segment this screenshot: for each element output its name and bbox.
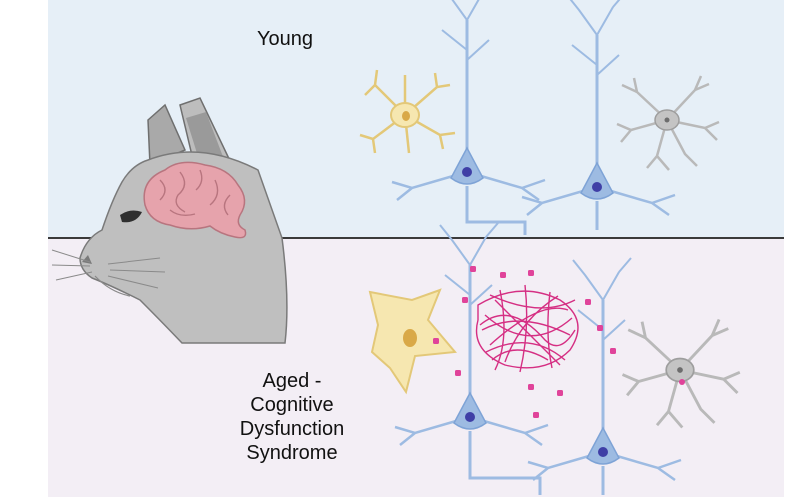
aged-axon xyxy=(468,460,542,495)
young-label: Young xyxy=(257,28,313,50)
aged-label: Aged - Cognitive Dysfunction Syndrome xyxy=(222,369,362,465)
aged-label-line-3: Dysfunction xyxy=(239,418,345,440)
young-axon xyxy=(465,215,527,235)
brain-icon xyxy=(143,161,247,239)
aged-astrocyte xyxy=(368,288,457,395)
amyloid-plaque-icon xyxy=(475,284,579,373)
aged-label-line-4: Syndrome xyxy=(246,442,338,464)
aged-label-line-2: Cognitive xyxy=(250,394,334,416)
aged-label-line-1: Aged - xyxy=(262,370,322,392)
aged-microglia xyxy=(621,317,742,429)
debris-particles xyxy=(433,266,616,418)
